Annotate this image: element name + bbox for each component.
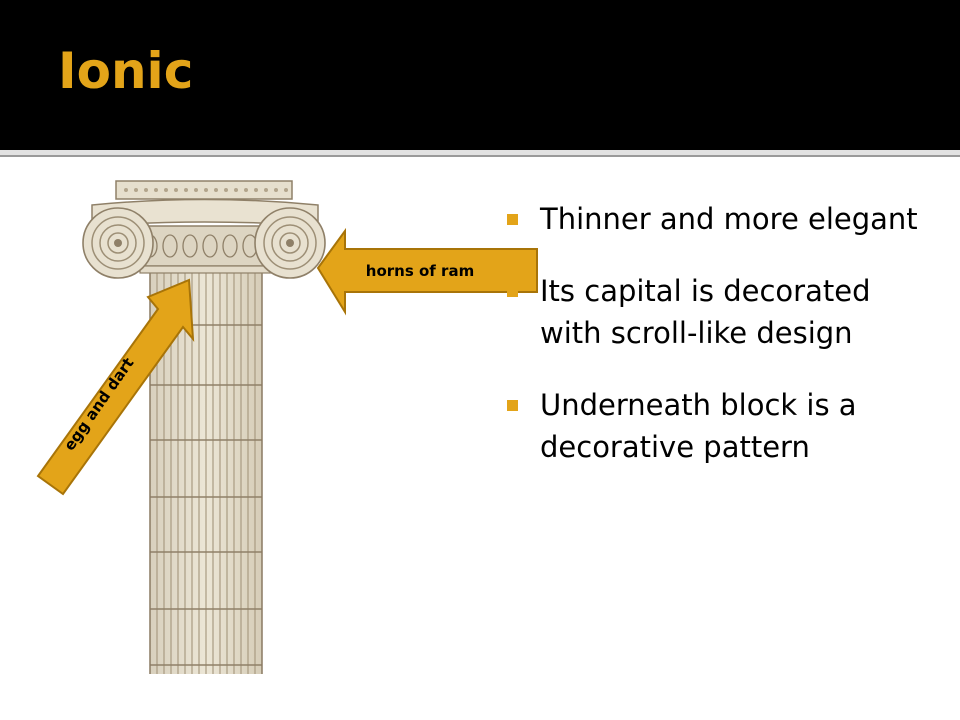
column-shaft (149, 272, 263, 674)
title-divider-shadow (0, 155, 960, 157)
bullet-item: Underneath block is a decorative pattern (507, 384, 927, 468)
bullet-text: Thinner and more elegant (540, 202, 918, 236)
title-divider (0, 150, 960, 155)
left-volute (82, 207, 154, 279)
bullet-item: Its capital is decorated with scroll-lik… (507, 270, 927, 354)
bullet-text: Its capital is decorated with scroll-lik… (540, 274, 871, 350)
slide-title: Ionic (58, 42, 194, 100)
square-bullet-icon (507, 286, 518, 297)
square-bullet-icon (507, 214, 518, 225)
bullet-text: Underneath block is a decorative pattern (540, 388, 857, 464)
bullet-list: Thinner and more elegant Its capital is … (507, 198, 927, 498)
bullet-item: Thinner and more elegant (507, 198, 927, 240)
square-bullet-icon (507, 400, 518, 411)
right-volute (254, 207, 326, 279)
title-bar (0, 0, 960, 150)
horns-of-ram-label: horns of ram (366, 262, 474, 280)
column-capital (82, 180, 326, 279)
horns-of-ram-arrow: horns of ram (316, 227, 538, 316)
